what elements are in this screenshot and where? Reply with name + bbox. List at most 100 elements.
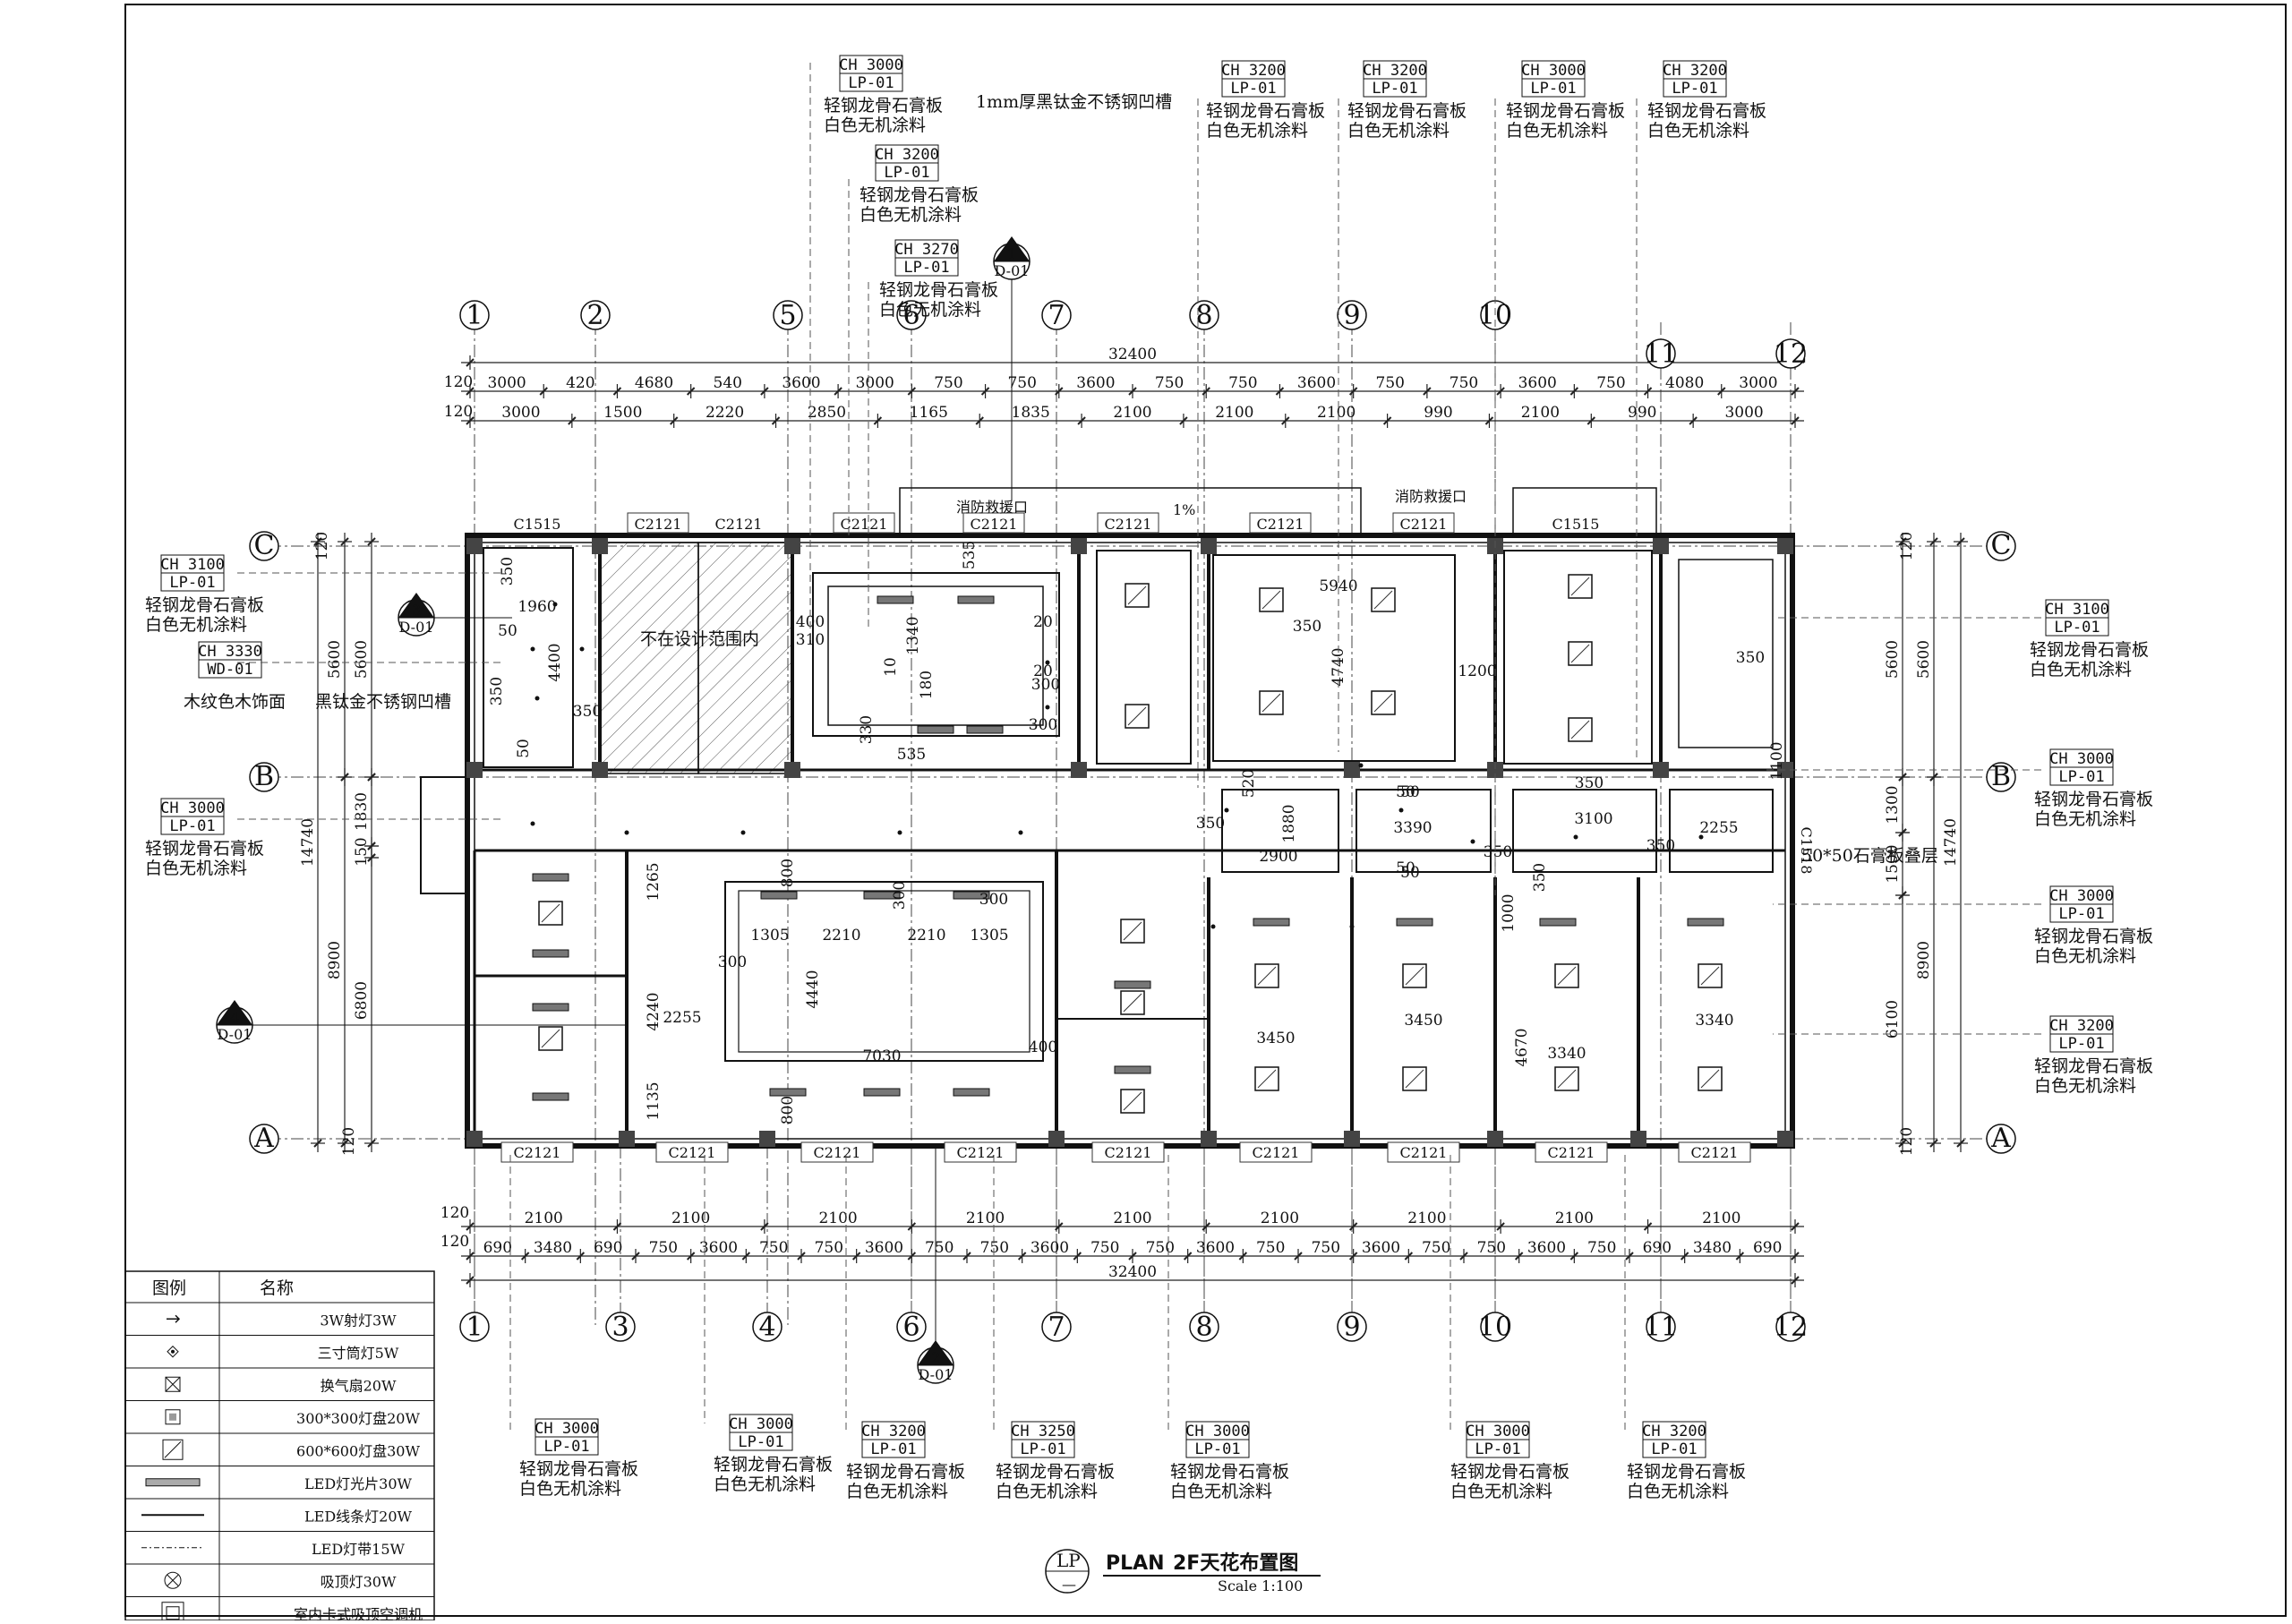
dim-right-c-0: 1300 <box>1884 785 1902 824</box>
callout-ch: CH 3250 <box>1011 1423 1075 1440</box>
room-dim-0: 1960 <box>517 598 556 616</box>
panel-hatch <box>1570 720 1590 739</box>
note-fire-access-1: 消防救援口 <box>956 499 1028 516</box>
title-code: LP <box>1056 1550 1081 1571</box>
axis-bubble-bottom-10 <box>1480 1312 1510 1342</box>
column <box>784 762 800 778</box>
window-tag-box <box>1239 1141 1313 1163</box>
led-panel-icon <box>966 725 1004 734</box>
axis-bubble-bottom-3 <box>605 1312 636 1342</box>
panel-hatch <box>1373 590 1393 610</box>
callout-finish: 白色无机涂料 <box>145 615 247 635</box>
led-panel-icon <box>760 891 798 900</box>
room-dim-39: 2255 <box>663 1009 701 1027</box>
downlight-icon <box>1358 763 1364 768</box>
callout-ch: CH 3200 <box>2049 1017 2114 1035</box>
led-panel-icon <box>1396 918 1433 927</box>
callout-lp-box <box>535 1436 599 1456</box>
panel-hatch <box>1373 693 1393 713</box>
legend-item-8: 吸顶灯30W <box>321 1573 397 1590</box>
room-dim-46: 2210 <box>907 927 945 944</box>
section-ref: D-01 <box>995 262 1030 279</box>
callout-lp-box <box>875 162 939 182</box>
window-tag-box <box>962 512 1025 534</box>
column <box>1653 762 1669 778</box>
section-ref: D-01 <box>919 1366 954 1383</box>
column <box>759 1131 775 1147</box>
legend-item-0: 3W射灯3W <box>320 1312 397 1329</box>
window-tag-box <box>1535 1141 1608 1163</box>
led-panel-icon <box>769 1088 807 1097</box>
title-block: LP — PLAN 2F天花布置图 Scale 1:100 <box>1045 1549 1321 1594</box>
axis-label-bottom-7: 7 <box>1048 1312 1065 1343</box>
building-outline <box>420 487 1795 1149</box>
bottom-window-tag-4: C2121 <box>1105 1144 1152 1161</box>
room-dim-14: 300 <box>1031 676 1060 694</box>
axis-bubble-top-7 <box>1041 300 1072 330</box>
panel-hatch <box>1261 693 1281 713</box>
dim-right-end-1: 120 <box>1898 532 1916 560</box>
callout-lp: LP-01 <box>1651 1440 1697 1458</box>
callout-material: 轻钢龙骨石膏板 <box>860 184 979 205</box>
callout-material: 轻钢龙骨石膏板 <box>1506 100 1625 121</box>
axis-bubble-bottom-7 <box>1041 1312 1072 1342</box>
bottom-window-tag-1: C2121 <box>669 1144 716 1161</box>
window-tag-6: C2121 <box>1257 516 1304 533</box>
column <box>1777 1131 1793 1147</box>
panel-600-icon <box>162 1439 184 1460</box>
section-ref: D-01 <box>218 1026 252 1043</box>
title-name: 2F天花布置图 <box>1173 1551 1298 1575</box>
column <box>592 538 608 554</box>
dim-top-row2-4: 1165 <box>910 404 948 422</box>
downlight-icon <box>530 646 535 652</box>
led-panel-icon <box>1253 918 1290 927</box>
panel-hatch <box>1257 966 1277 986</box>
dim-top-row1-4: 3600 <box>782 374 820 392</box>
section-arrow <box>217 1000 252 1025</box>
room-dim-2: 350 <box>499 557 517 585</box>
axis-label-top-2: 2 <box>586 300 603 331</box>
callout-material: 轻钢龙骨石膏板 <box>1206 100 1325 121</box>
column <box>619 1131 635 1147</box>
window-tag-box <box>1091 1141 1165 1163</box>
legend-item-7: LED灯带15W <box>312 1541 405 1558</box>
dim-top-row1-16: 4080 <box>1665 374 1704 392</box>
downlight-icon <box>1045 660 1050 665</box>
room-dim-53: 3450 <box>1256 1030 1295 1047</box>
dim-top-row1-13: 750 <box>1450 374 1478 392</box>
dim-bottom-row2-21: 690 <box>1643 1239 1672 1257</box>
callout-ch: CH 3270 <box>894 241 959 259</box>
callout-material: 轻钢龙骨石膏板 <box>1627 1461 1746 1482</box>
dim-bottom-row2-19: 3600 <box>1527 1239 1566 1257</box>
window-tag-box <box>1678 1141 1751 1163</box>
room-dim-38: 4240 <box>645 992 663 1030</box>
callout-finish: 白色无机涂料 <box>860 205 962 225</box>
dim-top-row2-10: 2100 <box>1521 404 1560 422</box>
axis-label-side-B: B <box>254 761 274 792</box>
exhaust-fan-icon <box>165 1376 181 1392</box>
callout-ch: CH 3200 <box>1363 62 1427 80</box>
ac-cassette-icon <box>161 1602 184 1624</box>
callout-ch: CH 3000 <box>160 799 225 817</box>
dim-top-row1-0: 3000 <box>487 374 526 392</box>
led-panel-icon <box>1114 980 1151 989</box>
panel-hatch <box>1405 1069 1424 1089</box>
room-dim-58: 1000 <box>1500 893 1518 932</box>
dim-right-total-0: 14740 <box>1942 818 1960 867</box>
column <box>1487 762 1503 778</box>
dim-top-total-0: 32400 <box>1108 346 1157 363</box>
window-tag-box <box>627 512 689 534</box>
callout-lp-box <box>160 816 225 835</box>
room-dim-42: 300 <box>891 881 909 910</box>
dim-top-row1-6: 750 <box>934 374 962 392</box>
axis-label-bottom-9: 9 <box>1343 1312 1360 1343</box>
callout-ch: CH 3000 <box>839 56 903 74</box>
